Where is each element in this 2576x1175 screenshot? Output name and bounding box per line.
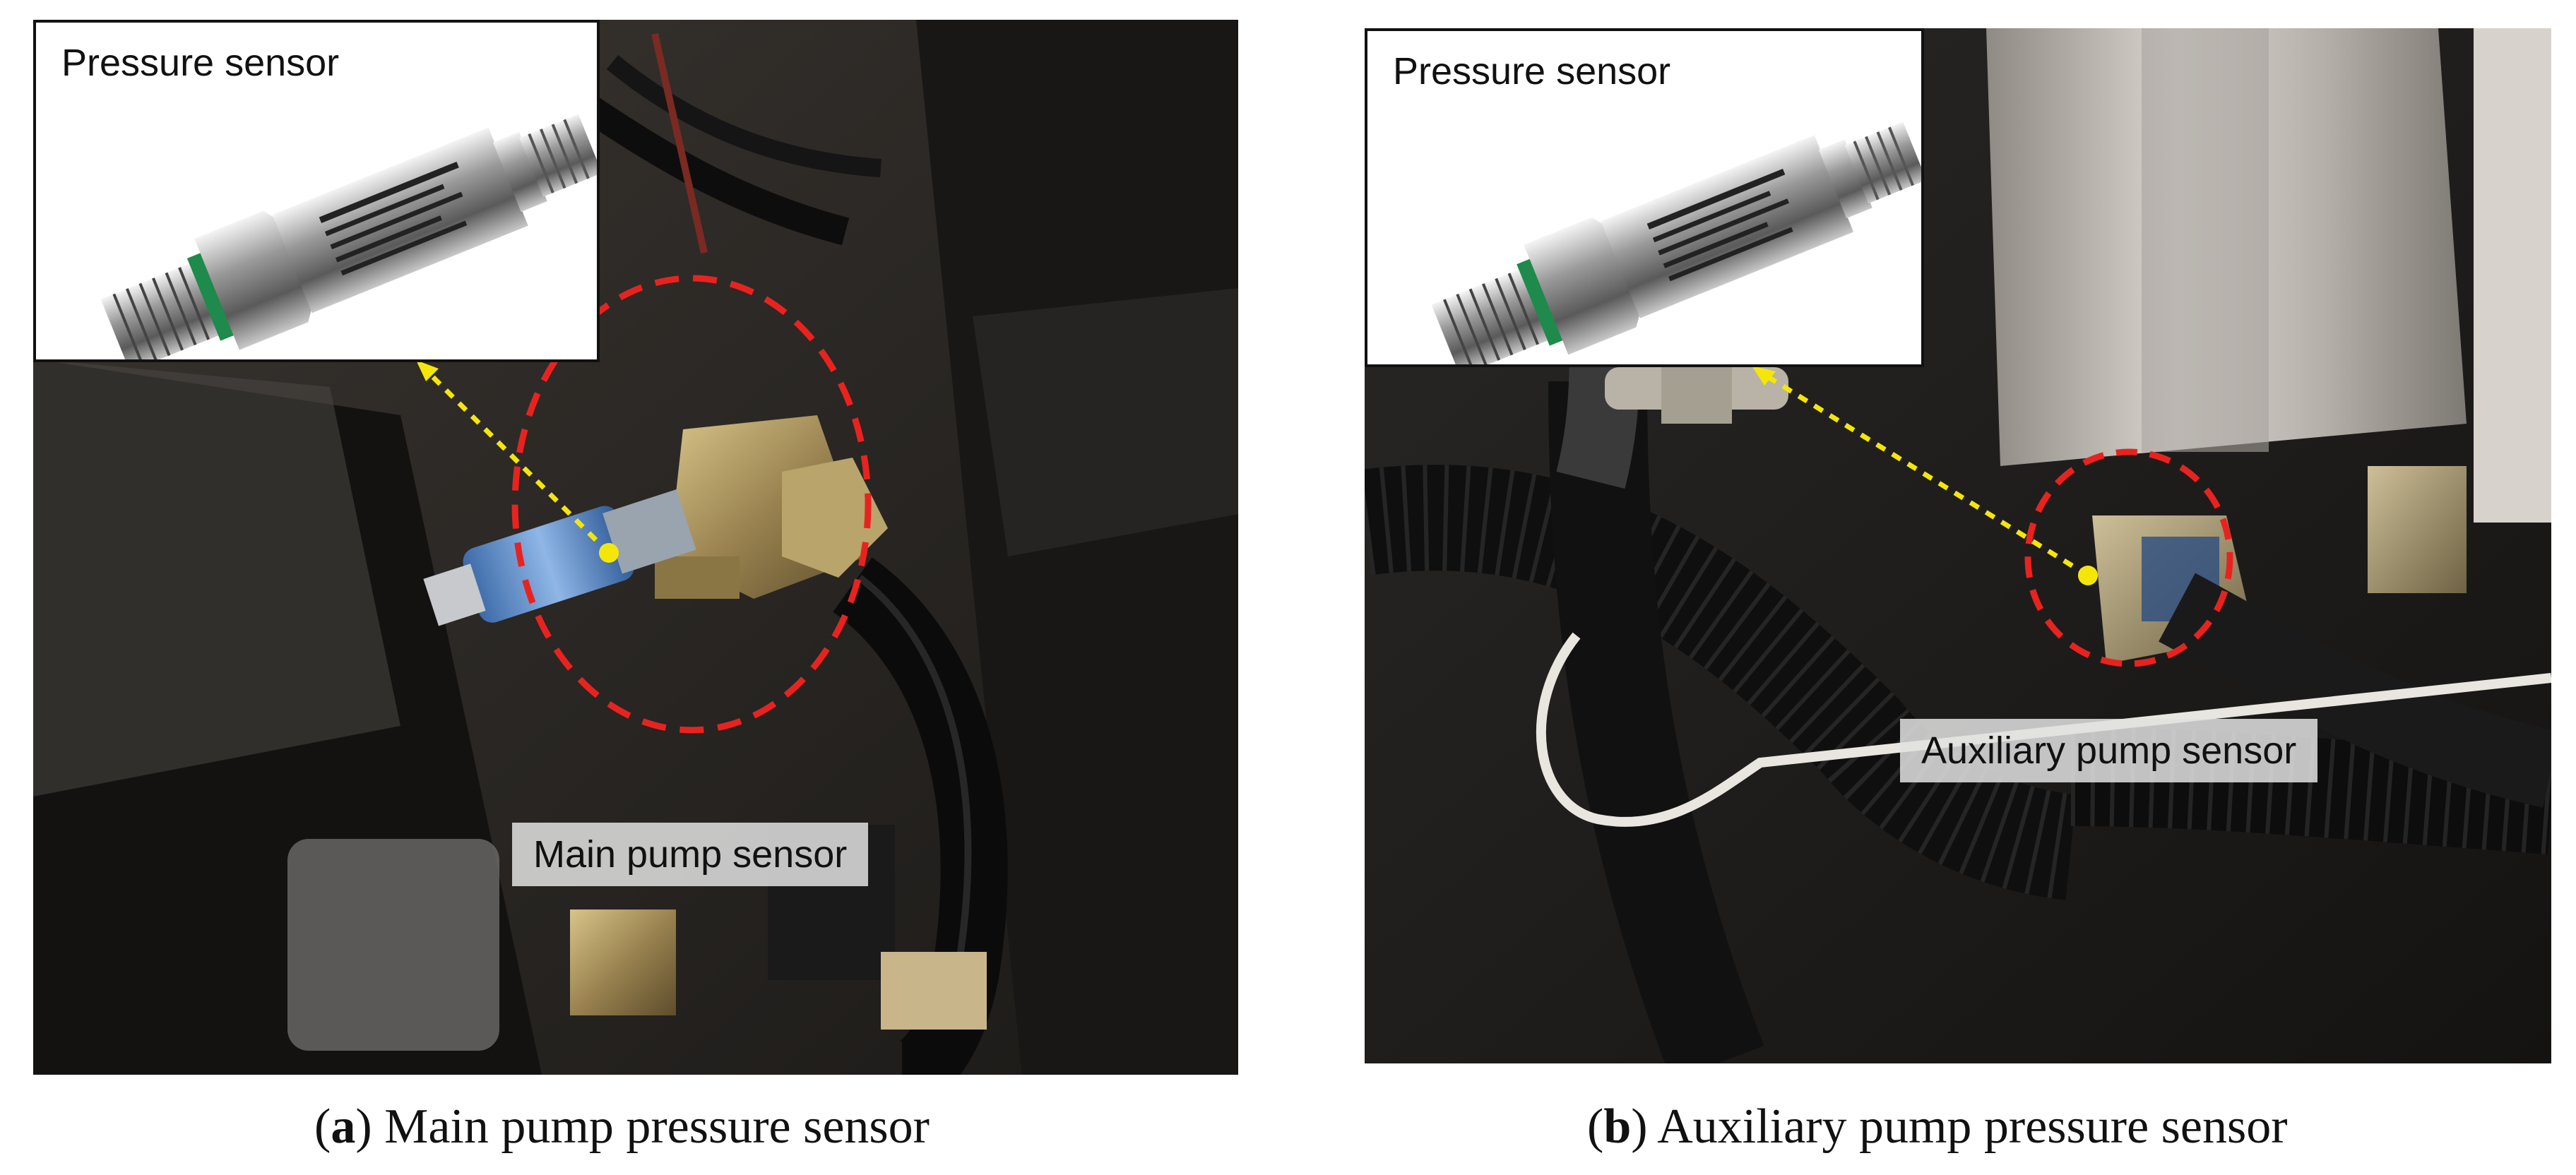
callout-main-pump-sensor: Main pump sensor	[512, 823, 869, 886]
pointer-line-auxiliary	[1762, 372, 2089, 578]
caption-letter: b	[1603, 1099, 1632, 1154]
pressure-sensor-inset: Pressure sensor	[1365, 28, 1924, 367]
pressure-sensor-image	[100, 114, 597, 359]
engine-bay-photo-main	[33, 20, 1238, 1075]
photo-panel-auxiliary-pump: Pressure sensor	[1365, 28, 2551, 1063]
caption-main-pump: (a) Main pump pressure sensor	[314, 1099, 930, 1154]
engine-bay-photo-auxiliary	[1365, 28, 2551, 1063]
caption-auxiliary-pump: (b) Auxiliary pump pressure sensor	[1587, 1099, 2288, 1154]
pointer-line-main	[424, 368, 611, 555]
pointer-arrowhead-auxiliary	[1752, 366, 1776, 386]
callout-auxiliary-pump-sensor: Auxiliary pump sensor	[1900, 719, 2318, 782]
inset-title: Pressure sensor	[61, 42, 340, 84]
pressure-sensor-inset: Pressure sensor	[33, 20, 600, 362]
photo-panel-main-pump: Pressure sensor	[33, 20, 1238, 1075]
highlight-circle-main	[511, 275, 872, 734]
inset-title: Pressure sensor	[1393, 50, 1671, 93]
pointer-dot-auxiliary	[2078, 566, 2098, 585]
caption-letter: a	[331, 1099, 356, 1154]
pointer-dot-main	[599, 543, 619, 563]
highlight-circle-auxiliary	[2024, 448, 2233, 667]
pressure-sensor-image	[1431, 121, 1921, 364]
pointer-arrowhead-main	[416, 360, 439, 381]
caption-text: Auxiliary pump pressure sensor	[1657, 1099, 2288, 1154]
caption-text: Main pump pressure sensor	[384, 1099, 930, 1154]
